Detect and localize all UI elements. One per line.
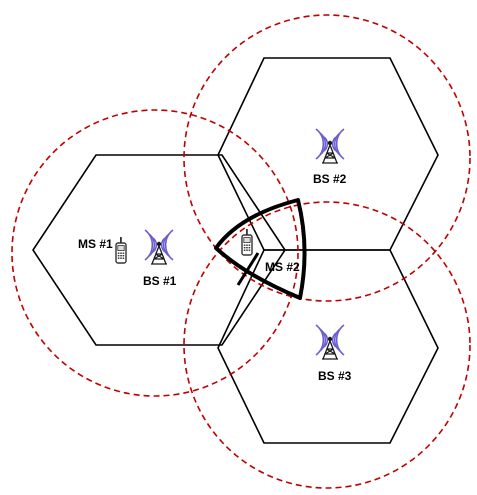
coverage-circle-2 <box>183 14 471 302</box>
cell-hexagon-1 <box>32 154 286 346</box>
ms1-label: MS #1 <box>78 237 113 251</box>
cell-tower-icon <box>144 229 174 265</box>
mobile-phone-icon <box>241 228 253 256</box>
cell-tower-icon <box>315 128 345 164</box>
mobile-phone-icon <box>115 236 127 264</box>
handover-region-outline <box>214 198 307 300</box>
bs1-label: BS #1 <box>143 274 177 288</box>
cell-tower-icon <box>315 324 345 360</box>
bs3-label: BS #3 <box>318 369 352 383</box>
ms2-label: MS #2 <box>265 260 300 274</box>
handover-region-divider <box>236 252 260 286</box>
bs2-label: BS #2 <box>313 172 347 186</box>
coverage-circle-3 <box>183 201 471 489</box>
cell-hexagon-3 <box>217 249 439 444</box>
coverage-circle-1 <box>11 109 299 397</box>
